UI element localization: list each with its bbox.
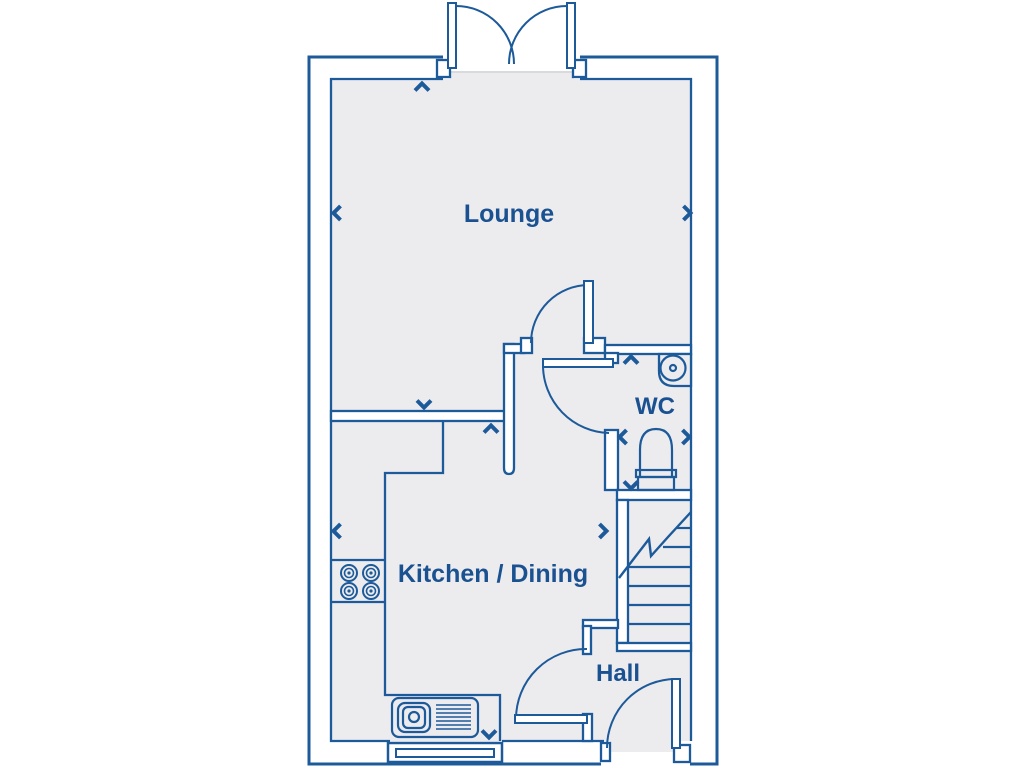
staircase-icon (618, 511, 692, 626)
kitchen-lounge-wall (329, 409, 507, 423)
hob-icon (340, 564, 380, 600)
window-icon (386, 741, 504, 764)
hall-label: Hall (596, 660, 640, 687)
lounge-door-jamb-left (519, 336, 534, 355)
corner-basin-icon (657, 352, 693, 388)
wc-left-wall (603, 428, 620, 492)
kitchen-counter (331, 421, 502, 741)
wc-label: WC (635, 393, 675, 420)
interior-walls (329, 58, 693, 764)
front-door-icon (606, 678, 681, 749)
french-door-threshold (450, 71, 574, 80)
lounge-label: Lounge (464, 200, 554, 228)
arrow-right-icon (598, 522, 610, 540)
arrow-up-icon (482, 422, 500, 434)
kitchen-dining-label: Kitchen / Dining (398, 560, 588, 588)
measure-arrows (330, 80, 694, 741)
french-doors-icon (447, 2, 576, 69)
kitchen-sink-icon (390, 696, 480, 739)
arrow-right-icon (681, 428, 693, 446)
kitchen-stub-wall (502, 342, 516, 476)
stairs-bottom-edge (615, 641, 693, 653)
wc-stairs-wall (615, 488, 693, 502)
lounge-door-icon (530, 280, 594, 344)
wc-door-icon (542, 358, 614, 434)
front-door-jamb-left (599, 741, 612, 763)
arrow-left-icon (616, 428, 628, 446)
arrow-right-icon (682, 204, 694, 222)
arrow-down-icon (622, 480, 640, 492)
wc-top-wall (603, 343, 693, 356)
front-door-threshold (610, 741, 674, 752)
arrow-left-icon (330, 204, 342, 222)
arrow-down-icon (480, 729, 498, 741)
arrow-down-icon (415, 399, 433, 411)
hall-step-wall (581, 618, 620, 630)
arrow-left-icon (330, 522, 342, 540)
stair-break-line (618, 511, 692, 579)
exterior-walls (307, 55, 719, 766)
hall-door-icon (514, 647, 588, 724)
front-door-jamb-right (672, 743, 692, 764)
arrow-up-icon (413, 80, 431, 92)
arrow-up-icon (622, 353, 640, 365)
